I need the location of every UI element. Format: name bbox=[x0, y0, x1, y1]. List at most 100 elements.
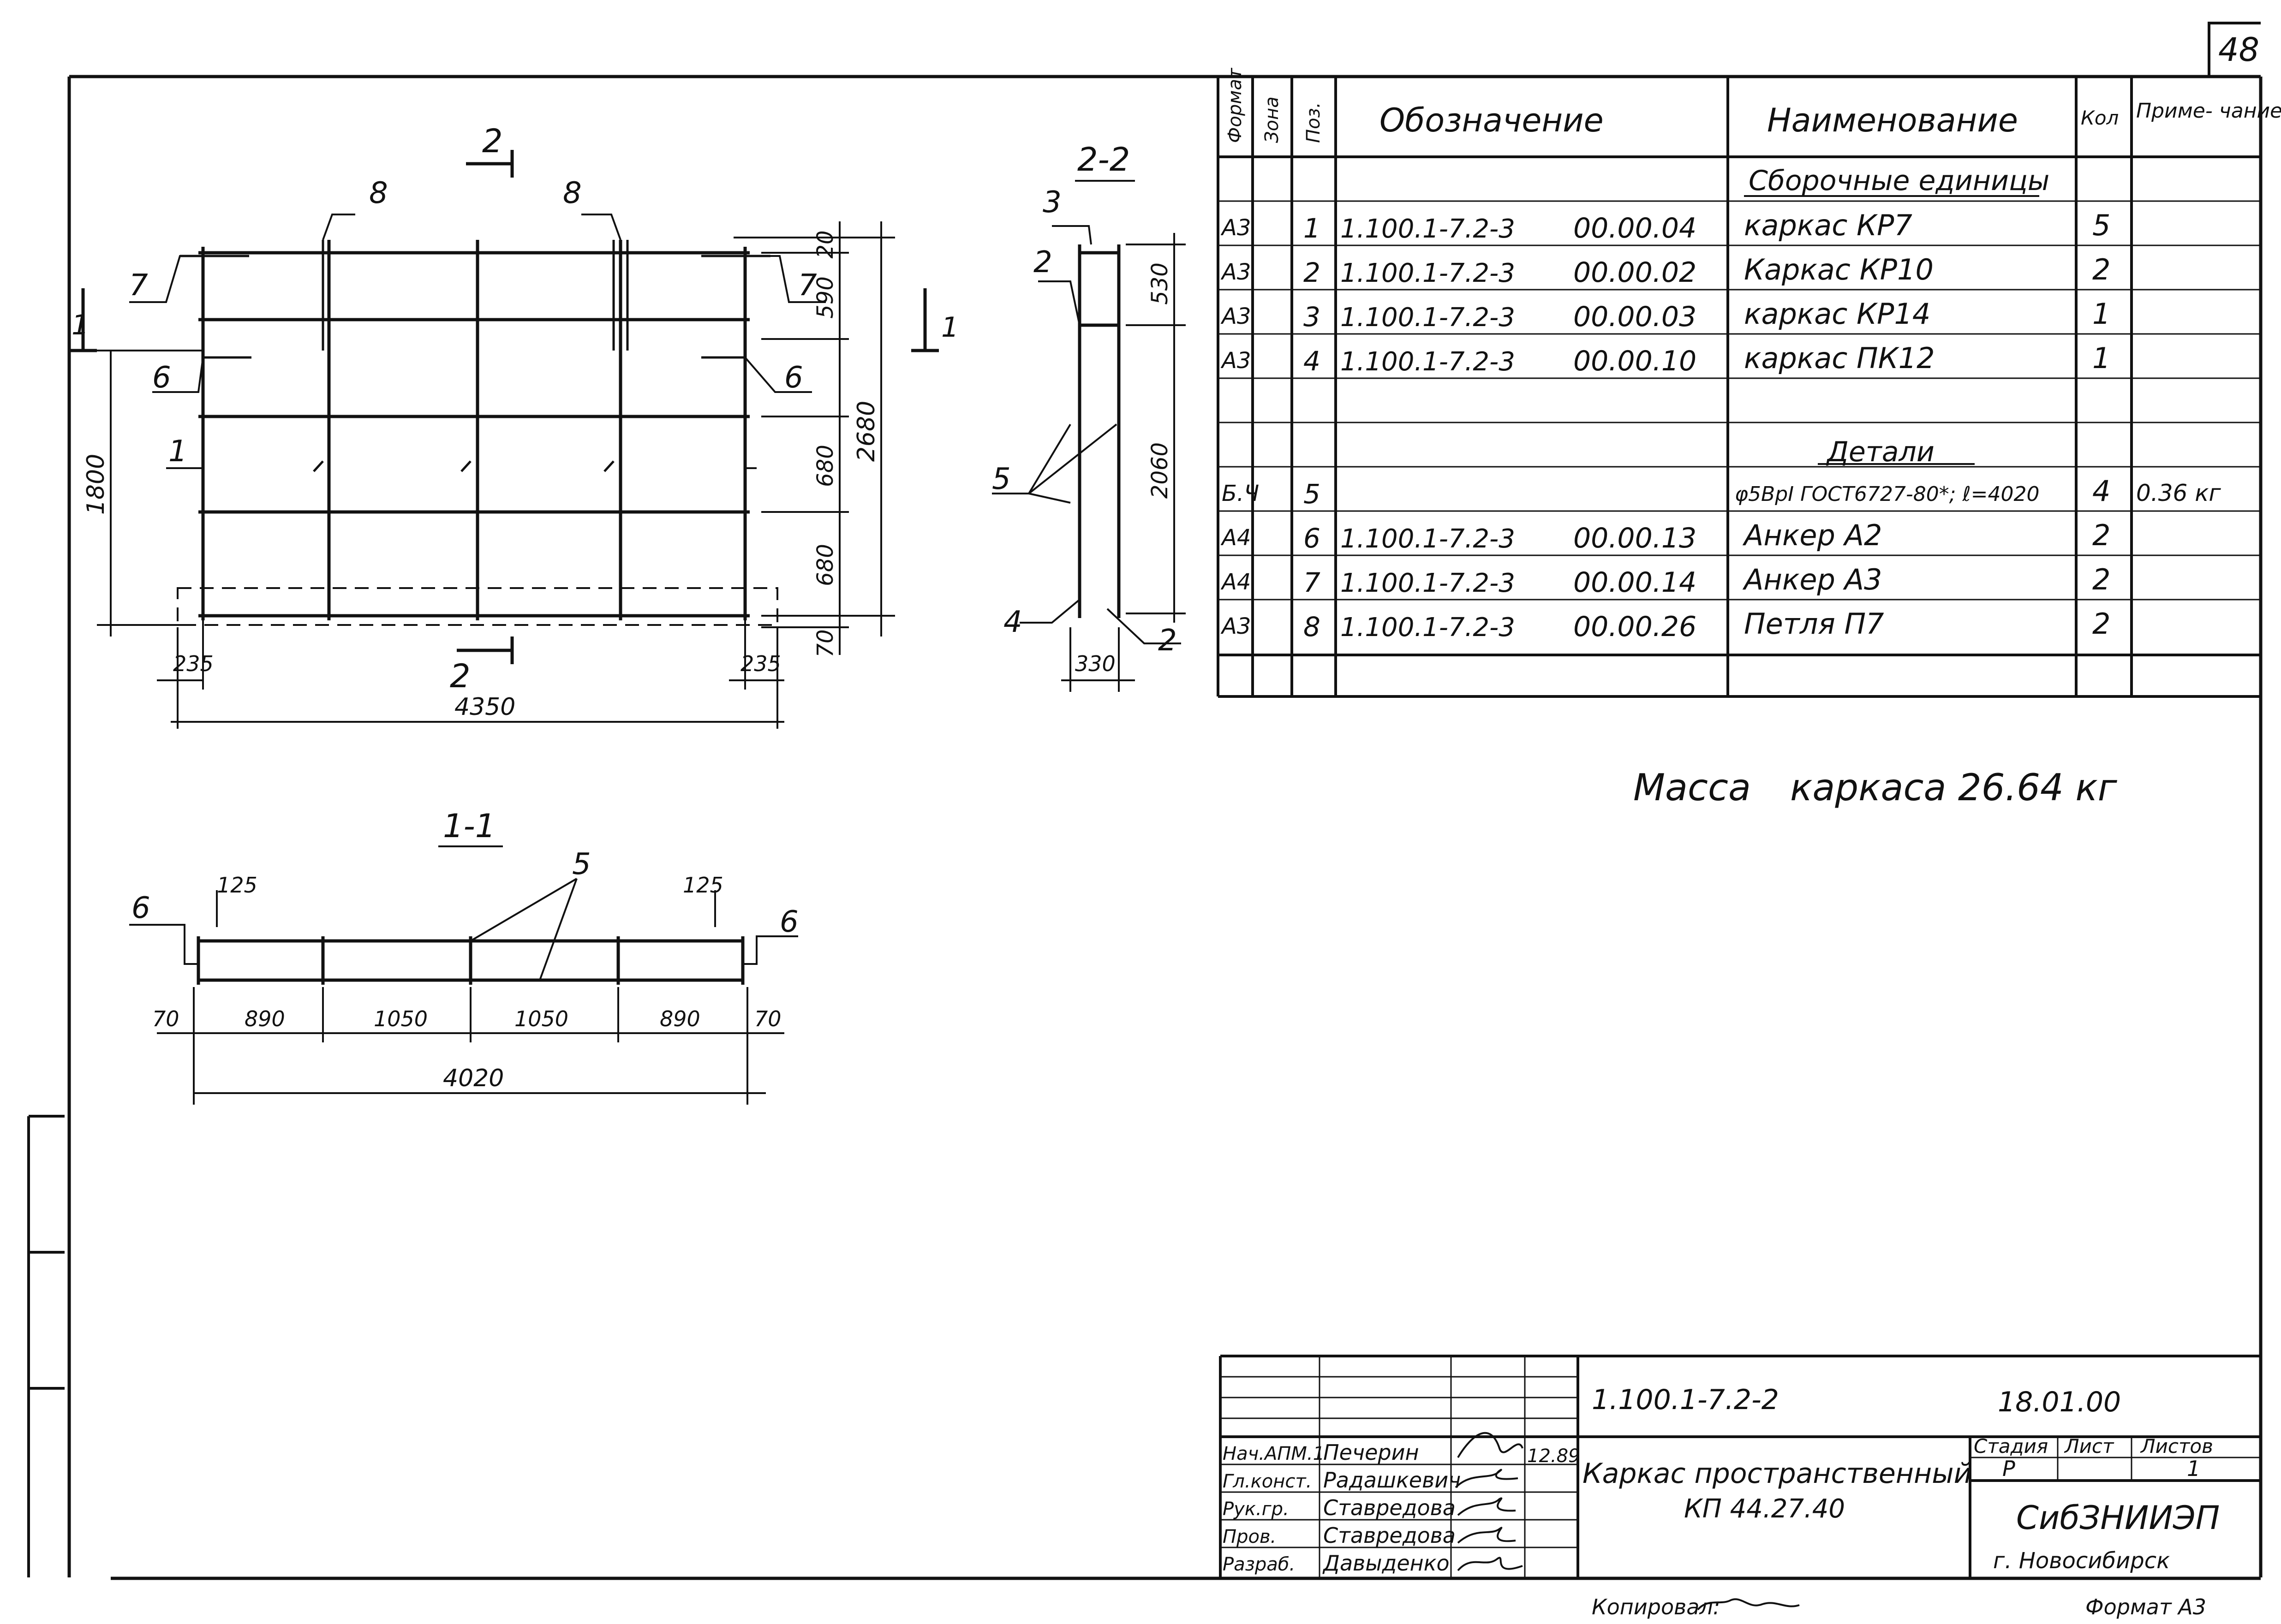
approval-date: 12.89 bbox=[1527, 1446, 1580, 1467]
dim-235-right: 235 bbox=[740, 651, 781, 676]
sheet-frame bbox=[67, 75, 2263, 1580]
s22-dim-2060: 2060 bbox=[1147, 442, 1173, 499]
table-row: А3 8 1.100.1-7.2-3 00.00.26 Петля П7 2 bbox=[1220, 607, 2110, 643]
svg-text:1.100.1-7.2-3: 1.100.1-7.2-3 bbox=[1340, 214, 1515, 244]
dim-235-left: 235 bbox=[173, 651, 214, 676]
svg-text:φ5ВрI ГОСТ6727-80*; ℓ=4020: φ5ВрI ГОСТ6727-80*; ℓ=4020 bbox=[1735, 482, 2040, 506]
sheets-value: 1 bbox=[2187, 1456, 2200, 1481]
main-dim-bottom: 235 235 4350 bbox=[157, 620, 784, 729]
title-block: 1.100.1-7.2-2 18.01.00 Каркас пространст… bbox=[1219, 1355, 2261, 1578]
sheet-number-box: 48 bbox=[2208, 22, 2261, 77]
section-2-2-title: 2-2 bbox=[1077, 141, 1130, 178]
svg-text:5: 5 bbox=[2092, 208, 2110, 242]
callout-8-right: 8 bbox=[563, 176, 582, 210]
svg-text:А4: А4 bbox=[1220, 525, 1251, 551]
organization: СибЗНИИЭП bbox=[2016, 1499, 2220, 1537]
main-leaders bbox=[129, 214, 826, 469]
main-view: 2 2 1 1 8 8 7 7 6 6 1 bbox=[69, 122, 959, 729]
section-1-1-title: 1-1 bbox=[443, 807, 496, 845]
s11-callout-5: 5 bbox=[572, 847, 591, 881]
signature-row: Гл.конст. Радашкевич bbox=[1223, 1468, 1461, 1493]
svg-text:каркас ПК12: каркас ПК12 bbox=[1744, 341, 1935, 375]
dim-70-right: 70 bbox=[812, 629, 838, 657]
dim-680-b: 680 bbox=[812, 544, 838, 586]
s11-callout-6-right: 6 bbox=[780, 905, 799, 939]
svg-text:2: 2 bbox=[2092, 518, 2110, 552]
svg-text:1: 1 bbox=[1303, 213, 1320, 244]
svg-text:Радашкевич: Радашкевич bbox=[1323, 1468, 1461, 1493]
signature-row: Пров. Ставредова bbox=[1223, 1523, 1456, 1548]
drawing-title: Каркас пространственный bbox=[1582, 1457, 1972, 1490]
section-parts: Детали bbox=[1826, 436, 1935, 468]
section-1-1-marks: 1 1 bbox=[69, 288, 959, 352]
copied-by-label: Копировал: bbox=[1592, 1594, 1720, 1619]
s22-callout-2-bottom: 2 bbox=[1158, 624, 1177, 658]
dim-590: 590 bbox=[812, 276, 838, 319]
svg-text:Петля П7: Петля П7 bbox=[1744, 607, 1884, 641]
signature-row: Разраб. Давыденко bbox=[1223, 1551, 1450, 1576]
svg-text:Ставредова: Ставредова bbox=[1323, 1523, 1456, 1548]
s22-callout-4: 4 bbox=[1003, 605, 1022, 639]
svg-text:А3: А3 bbox=[1220, 303, 1251, 329]
section-2-2: 2-2 3 2 5 4 2 530 206 bbox=[992, 141, 1186, 692]
table-row: А3 2 1.100.1-7.2-3 00.00.02 Каркас КР10 … bbox=[1220, 253, 2110, 289]
svg-text:1.100.1-7.2-3: 1.100.1-7.2-3 bbox=[1340, 303, 1515, 333]
s11-dim-70-left: 70 bbox=[152, 1006, 179, 1031]
s22-callout-3: 3 bbox=[1043, 185, 1062, 220]
svg-text:А3: А3 bbox=[1220, 215, 1251, 241]
svg-text:каркас КР14: каркас КР14 bbox=[1744, 297, 1930, 331]
table-row: А4 7 1.100.1-7.2-3 00.00.14 Анкер А3 2 bbox=[1220, 563, 2110, 599]
section-mark-2-bottom: 2 bbox=[450, 657, 471, 695]
svg-text:1.100.1-7.2-3: 1.100.1-7.2-3 bbox=[1340, 568, 1515, 598]
table-row: А3 1 1.100.1-7.2-3 00.00.04 каркас КР7 5 bbox=[1220, 208, 2110, 244]
doc-number: 1.100.1-7.2-2 bbox=[1592, 1384, 1779, 1416]
main-frame-bars bbox=[198, 240, 750, 620]
svg-text:2: 2 bbox=[2092, 607, 2110, 641]
svg-text:2: 2 bbox=[2092, 563, 2110, 596]
dim-680-a: 680 bbox=[812, 445, 838, 487]
svg-text:00.00.14: 00.00.14 bbox=[1573, 566, 1696, 599]
dim-20: 20 bbox=[812, 230, 838, 258]
svg-text:Гл.конст.: Гл.конст. bbox=[1223, 1471, 1312, 1492]
table-row: А3 3 1.100.1-7.2-3 00.00.03 каркас КР14 … bbox=[1220, 297, 2110, 333]
sheet-format: Формат А3 bbox=[2085, 1594, 2206, 1619]
drawing-mark: КП 44.27.40 bbox=[1684, 1494, 1845, 1524]
header-format: Формат bbox=[1224, 67, 1246, 143]
svg-text:00.00.03: 00.00.03 bbox=[1573, 301, 1696, 333]
svg-text:8: 8 bbox=[1303, 611, 1320, 642]
dim-4350: 4350 bbox=[454, 693, 515, 721]
svg-text:0.36 кг: 0.36 кг bbox=[2136, 480, 2221, 506]
signature-row: Рук.гр. Ставредова bbox=[1223, 1495, 1456, 1520]
svg-text:Каркас КР10: Каркас КР10 bbox=[1744, 253, 1934, 286]
callout-6-right: 6 bbox=[784, 361, 803, 395]
section-1-1: 1-1 6 6 5 125 1 bbox=[129, 807, 799, 1105]
s22-dim-330: 330 bbox=[1075, 651, 1116, 676]
callout-1: 1 bbox=[168, 434, 187, 469]
header-name: Наименование bbox=[1767, 101, 2018, 139]
svg-text:1: 1 bbox=[2092, 297, 2110, 331]
spec-table: Формат Зона Поз. Обозначение Наименовани… bbox=[1217, 67, 2281, 698]
header-note: Приме- чание bbox=[2136, 99, 2281, 123]
callout-7-right: 7 bbox=[798, 268, 817, 303]
stage-value: Р bbox=[2002, 1456, 2015, 1481]
table-row: Б.Ч 5 φ5ВрI ГОСТ6727-80*; ℓ=4020 4 0.36 … bbox=[1222, 474, 2221, 510]
header-zone: Зона bbox=[1261, 96, 1283, 143]
section-assembly-units: Сборочные единицы bbox=[1749, 165, 2049, 197]
header-qty: Кол bbox=[2081, 107, 2119, 129]
svg-text:А4: А4 bbox=[1220, 569, 1251, 595]
header-pos: Поз. bbox=[1303, 102, 1324, 143]
svg-text:7: 7 bbox=[1303, 567, 1320, 598]
svg-text:1.100.1-7.2-3: 1.100.1-7.2-3 bbox=[1340, 258, 1515, 288]
svg-text:Рук.гр.: Рук.гр. bbox=[1223, 1499, 1289, 1520]
section-mark-1-right: 1 bbox=[941, 311, 959, 344]
svg-text:Ставредова: Ставредова bbox=[1323, 1495, 1456, 1520]
svg-text:каркас КР7: каркас КР7 bbox=[1744, 208, 1912, 242]
handwritten-signatures bbox=[1455, 1432, 1523, 1571]
svg-text:Пров.: Пров. bbox=[1223, 1526, 1276, 1547]
svg-text:А3: А3 bbox=[1220, 613, 1251, 639]
dim-2680: 2680 bbox=[853, 401, 880, 462]
svg-text:Давыденко: Давыденко bbox=[1322, 1551, 1450, 1576]
main-anchors-loops bbox=[180, 240, 770, 472]
svg-text:1.100.1-7.2-3: 1.100.1-7.2-3 bbox=[1340, 347, 1515, 377]
